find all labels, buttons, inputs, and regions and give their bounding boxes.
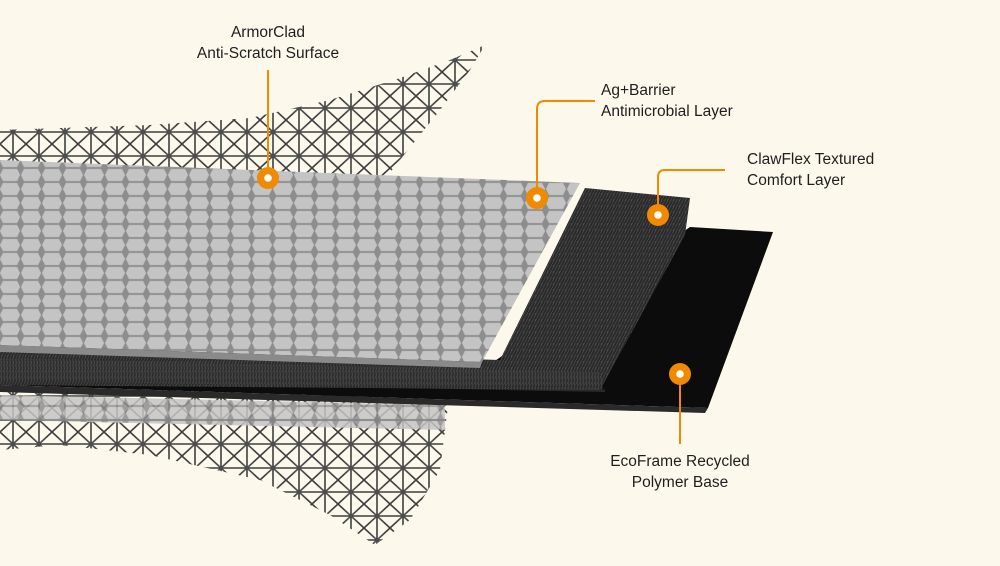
marker-ecoframe bbox=[669, 363, 691, 385]
base-layer-edge bbox=[0, 385, 708, 413]
label-agbarrier-line1: Ag+Barrier bbox=[601, 82, 676, 99]
label-clawflex: ClawFlex Textured Comfort Layer bbox=[747, 149, 874, 191]
fiber-layer bbox=[0, 188, 690, 390]
label-ecoframe-line1: EcoFrame Recycled bbox=[610, 453, 750, 470]
label-armorclad-line2: Anti-Scratch Surface bbox=[196, 45, 340, 62]
label-ecoframe: EcoFrame Recycled Polymer Base bbox=[580, 451, 780, 493]
label-armorclad: ArmorClad Anti-Scratch Surface bbox=[168, 22, 368, 64]
leader-agbarrier bbox=[536, 100, 595, 198]
fiber-layer-edge bbox=[0, 358, 605, 392]
hex-layer-lower bbox=[0, 395, 445, 430]
marker-clawflex bbox=[647, 204, 669, 226]
hex-layer-edge bbox=[0, 345, 482, 368]
label-agbarrier: Ag+Barrier Antimicrobial Layer bbox=[601, 80, 733, 122]
label-clawflex-line1: ClawFlex Textured bbox=[747, 151, 875, 168]
label-armorclad-line1: ArmorClad bbox=[230, 24, 306, 41]
label-clawflex-line2: Comfort Layer bbox=[747, 172, 846, 189]
leader-clawflex bbox=[657, 169, 725, 215]
mesh-layer-lower bbox=[0, 390, 450, 545]
label-agbarrier-line2: Antimicrobial Layer bbox=[601, 103, 733, 120]
marker-agbarrier bbox=[526, 187, 548, 209]
hex-layer bbox=[0, 160, 580, 362]
marker-armorclad bbox=[257, 167, 279, 189]
label-ecoframe-line2: Polymer Base bbox=[631, 474, 729, 491]
